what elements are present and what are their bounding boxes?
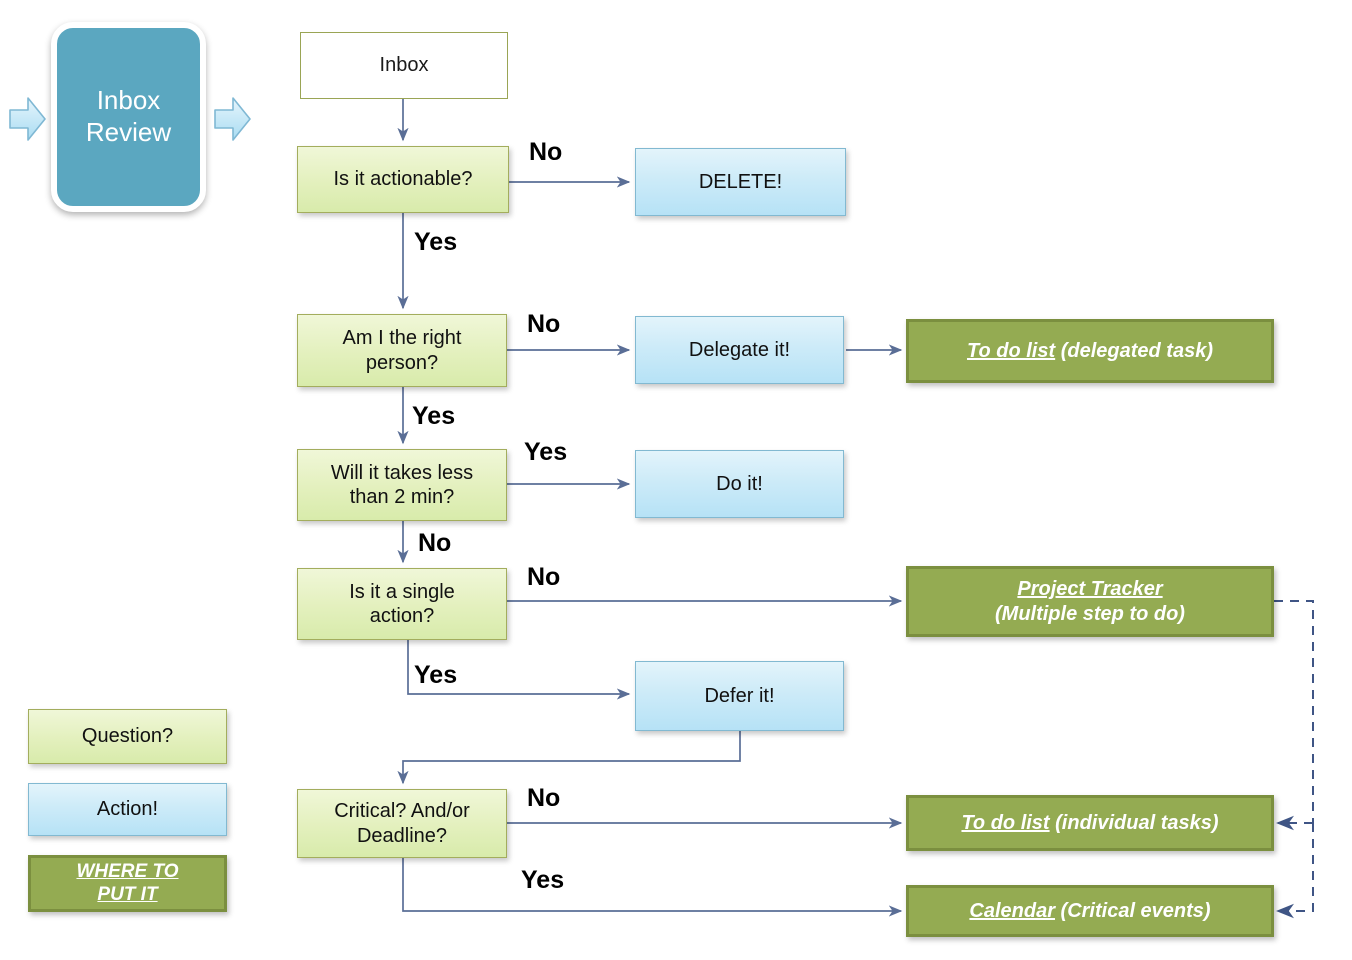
node-defer-it[interactable]: Defer it! (635, 661, 844, 731)
edge-label-right-person-no: No (527, 310, 561, 338)
start-node-label: Inbox Review (85, 85, 172, 147)
edge-label-single-action-no: No (527, 563, 561, 591)
legend-destination-line2: PUT IT (97, 883, 158, 905)
node-is-it-a-single-action-label: Is it a single action? (349, 580, 455, 627)
legend-item-question: Question? (28, 709, 227, 764)
node-todo-list-individual[interactable]: To do list (individual tasks) (906, 795, 1274, 851)
node-project-tracker[interactable]: Project Tracker (Multiple step to do) (906, 566, 1274, 637)
node-calendar-label: Calendar (Critical events) (969, 899, 1210, 923)
calendar-tail: (Critical events) (1054, 899, 1211, 922)
edge-label-two-min-yes: Yes (524, 438, 568, 466)
node-is-it-actionable[interactable]: Is it actionable? (297, 146, 509, 213)
start-node-inbox-review[interactable]: Inbox Review (51, 22, 206, 212)
node-am-i-the-right-person-label: Am I the right person? (342, 327, 462, 374)
node-less-than-two-minutes[interactable]: Will it takes less than 2 min? (297, 449, 507, 521)
node-todo-list-individual-label: To do list (individual tasks) (961, 811, 1218, 835)
node-critical-or-deadline[interactable]: Critical? And/or Deadline? (297, 789, 507, 858)
todo-list-delegated-head: To do list (967, 339, 1056, 362)
edge-label-two-min-no: No (418, 529, 452, 557)
node-less-than-two-minutes-label: Will it takes less than 2 min? (330, 461, 474, 508)
legend-item-destination: WHERE TO PUT IT (28, 855, 227, 912)
edge-label-actionable-yes: Yes (414, 228, 458, 256)
node-delete[interactable]: DELETE! (635, 148, 846, 216)
edge-label-single-action-yes: Yes (414, 661, 458, 689)
legend-action-label: Action! (96, 797, 159, 820)
node-is-it-a-single-action[interactable]: Is it a single action? (297, 568, 507, 640)
node-todo-list-delegated[interactable]: To do list (delegated task) (906, 319, 1274, 383)
node-inbox-label: Inbox (379, 54, 429, 77)
legend-destination-line1: WHERE TO (76, 861, 179, 883)
todo-list-delegated-tail: (delegated task) (1055, 339, 1213, 362)
project-tracker-head: Project Tracker (1017, 578, 1163, 601)
node-todo-list-delegated-label: To do list (delegated task) (967, 339, 1213, 363)
inbound-block-arrow-icon (9, 97, 46, 141)
node-do-it-label: Do it! (716, 472, 763, 495)
edge-label-critical-no: No (527, 784, 561, 812)
legend-question-label: Question? (81, 724, 174, 747)
calendar-head: Calendar (969, 899, 1055, 922)
edge-label-actionable-no: No (529, 138, 563, 166)
node-defer-it-label: Defer it! (704, 684, 775, 707)
node-critical-or-deadline-label: Critical? And/or Deadline? (334, 800, 470, 847)
node-calendar[interactable]: Calendar (Critical events) (906, 885, 1274, 937)
todo-list-individual-head: To do list (961, 811, 1050, 834)
node-delegate-it-label: Delegate it! (688, 338, 791, 361)
edge-label-critical-yes: Yes (521, 866, 565, 894)
todo-list-individual-tail: (individual tasks) (1049, 811, 1219, 834)
legend-item-action: Action! (28, 783, 227, 836)
node-am-i-the-right-person[interactable]: Am I the right person? (297, 314, 507, 387)
node-do-it[interactable]: Do it! (635, 450, 844, 518)
node-delete-label: DELETE! (698, 170, 783, 193)
edge-label-right-person-yes: Yes (412, 402, 456, 430)
outbound-block-arrow-icon (214, 97, 251, 141)
project-tracker-tail: (Multiple step to do) (995, 602, 1185, 625)
node-delegate-it[interactable]: Delegate it! (635, 316, 844, 384)
node-inbox[interactable]: Inbox (300, 32, 508, 99)
node-is-it-actionable-label: Is it actionable? (333, 168, 473, 191)
